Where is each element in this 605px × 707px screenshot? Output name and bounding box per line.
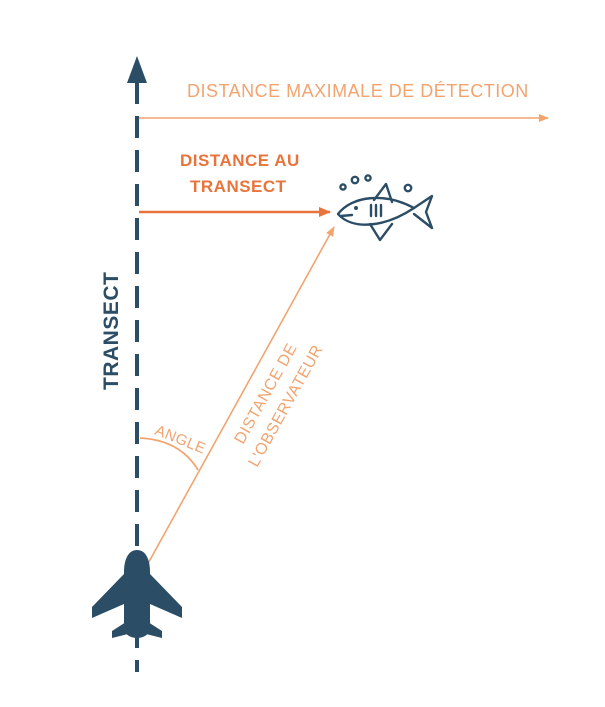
distance-transect-label-line2: TRANSECT — [190, 177, 287, 196]
observer-distance-arrow — [139, 226, 335, 579]
distance-transect-label-line1: DISTANCE AU — [180, 151, 300, 170]
transect-arrow-head — [127, 56, 147, 83]
angle-label: ANGLE — [153, 422, 209, 458]
max-detection-label: DISTANCE MAXIMALE DE DÉTECTION — [187, 81, 529, 101]
angle-arc — [139, 437, 199, 471]
fish-icon — [336, 174, 434, 242]
transect-label: TRANSECT — [100, 272, 123, 390]
airplane-icon — [92, 550, 182, 638]
